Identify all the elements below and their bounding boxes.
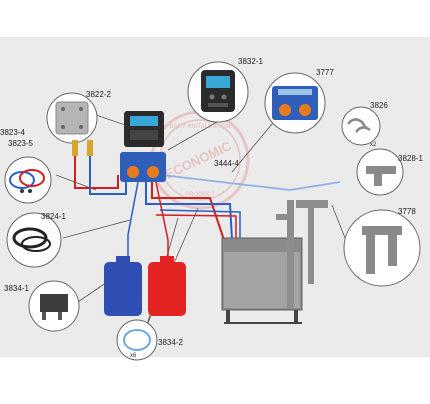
main-pump: [120, 152, 166, 182]
label-3834-2: 3834-2: [158, 338, 183, 347]
label-3824-1: 3824-1: [41, 212, 66, 221]
blue-tube-left: [89, 155, 127, 195]
label-3823-4: 3823-4: [0, 128, 25, 137]
pipe-fitting-callout: [356, 148, 404, 196]
pipe-fittings: [72, 140, 93, 156]
light-blue-line: [159, 174, 341, 191]
blue-suction-tube: [127, 181, 139, 262]
tank-pipes: [276, 200, 328, 308]
label-3444-4: 3444-4: [214, 159, 239, 168]
controller-callout: [187, 61, 249, 123]
main-controller: [124, 111, 164, 147]
clips-callout: [341, 106, 381, 146]
hoses-callout: [4, 156, 52, 204]
return-pipe-callout: [343, 209, 421, 287]
red-tube-to-tank: [151, 182, 225, 241]
label-3777: 3777: [316, 68, 334, 77]
blue-tube-2: [159, 209, 241, 242]
watermark-line-3: PRODUCT: [185, 192, 215, 198]
qty-3834-2: x6: [130, 353, 137, 359]
red-tube-left: [74, 155, 119, 189]
red-tube-2: [155, 214, 237, 242]
label-3822-2: 3822-2: [86, 90, 111, 99]
watermark-line-1: EASY INSTALLATION: [169, 124, 230, 130]
red-suction-tube: [155, 181, 169, 262]
cables-callout: [6, 212, 62, 268]
blue-canister: [104, 256, 142, 316]
bracket-plate-callout: [46, 92, 98, 144]
pump-callout: [264, 72, 326, 134]
blue-tube-to-tank: [145, 182, 233, 241]
label-3832-1: 3832-1: [238, 57, 263, 66]
label-3823-5: 3823-5: [8, 139, 33, 148]
tubing-ring-callout: [116, 319, 158, 361]
red-canister: [148, 256, 186, 316]
tubing: [74, 155, 341, 262]
label-3826: 3826: [370, 101, 388, 110]
mounting-bracket-callout: [28, 280, 80, 332]
label-3778: 3778: [398, 207, 416, 216]
label-3834-1: 3834-1: [4, 284, 29, 293]
label-3828-1: 3828-1: [398, 154, 423, 163]
qty-3826: x2: [370, 142, 377, 148]
